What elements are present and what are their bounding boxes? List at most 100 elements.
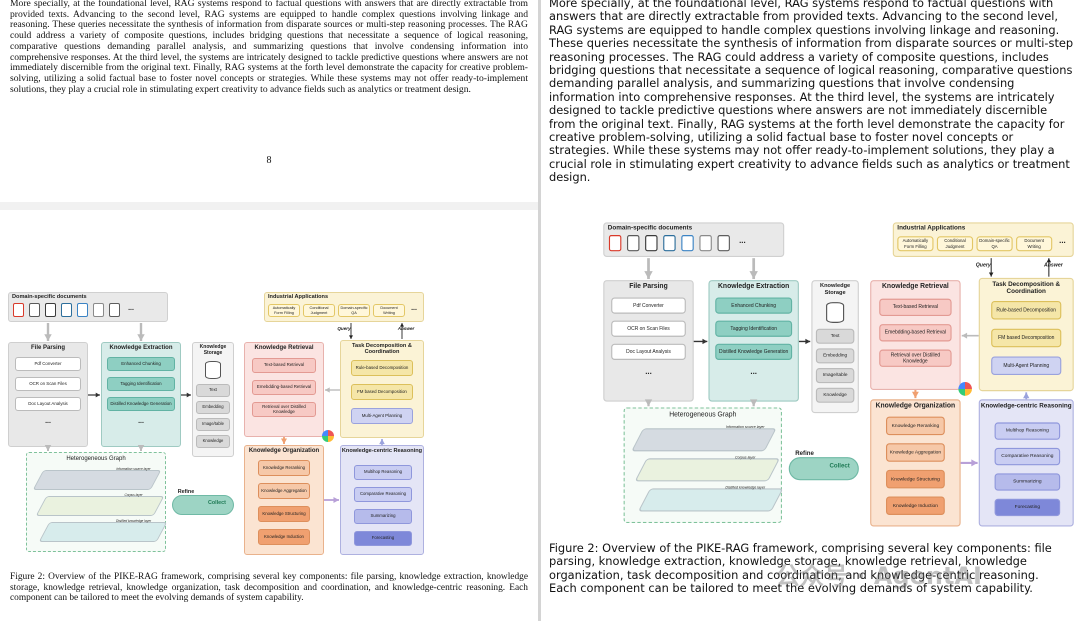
pike-rag-figure-left: Domain-specific documents... Industrial A… — [6, 290, 426, 558]
heterogeneous-graph-title: Heterogeneous Graph — [669, 412, 737, 419]
knowledge-reasoning-item: Comparative Reasoning — [354, 487, 412, 502]
document-icon — [681, 235, 694, 252]
knowledge-retrieval-item: Emebdding-based Retrieval — [879, 324, 952, 342]
arrow-task-to-retrieval — [325, 387, 340, 393]
knowledge-organization-title: Knowledge Organization — [875, 402, 956, 410]
domain-docs-title: Domain-specific documents — [12, 294, 87, 300]
knowledge-retrieval-item: Text-based Retrieval — [252, 358, 316, 373]
arrow-docs-to-extraction — [137, 323, 145, 341]
file-parsing-item: OCR on Scan Files — [15, 377, 81, 391]
knowledge-organization-item: Knowledge Reranking — [258, 460, 310, 476]
knowledge-reasoning-title: Knowledge-centric Reasoning — [980, 402, 1072, 410]
figure-canvas: Domain-specific documents... Industrial A… — [6, 290, 426, 558]
logo-icon — [322, 430, 334, 442]
answer-label: Answer — [1043, 261, 1063, 268]
answer-label: Answer — [397, 326, 415, 331]
right-paragraph: More specially, at the foundational leve… — [549, 0, 1074, 185]
database-icon — [826, 302, 845, 323]
knowledge-extraction-item: Distilled Knowledge Generation — [107, 397, 175, 411]
database-icon — [205, 361, 221, 379]
file-parsing-item: Pdf Converter — [611, 297, 686, 314]
app-chip: Automatically Form Filling — [897, 236, 934, 252]
knowledge-storage-item: Knowledge — [196, 435, 230, 448]
task-decomposition-item: Rule-based Decomposition — [991, 300, 1062, 320]
file-parsing-more: ... — [645, 368, 652, 377]
graph-layer-label: Corpus layer — [734, 454, 756, 460]
knowledge-organization-item: Knowledge Reranking — [886, 416, 945, 436]
arrow-docs-to-extraction — [749, 258, 758, 279]
arrow-reasoning-to-task — [379, 439, 385, 445]
document-icon — [608, 235, 622, 252]
pane-divider[interactable] — [538, 0, 541, 621]
knowledge-storage-item: Embedding — [196, 401, 230, 414]
arrow-query — [349, 323, 353, 339]
document-icon — [627, 235, 640, 252]
task-decomposition-title: Task Decomposition & Coordination — [352, 343, 412, 356]
knowledge-storage-title: Knowledge Storage — [820, 282, 851, 296]
knowledge-retrieval-item: Text-based Retrieval — [879, 298, 952, 317]
file-parsing-item: Doc Layout Analysis — [611, 343, 686, 360]
graph-layer-label: Distilled knowledge layer — [115, 519, 152, 523]
knowledge-storage-item: Image/table — [196, 418, 230, 431]
refine-collect-arrow — [172, 495, 234, 515]
collect-label: Collect — [208, 500, 226, 506]
collect-label: Collect — [829, 462, 850, 470]
graph-layer-label: Corpus layer — [124, 493, 143, 497]
domain-docs-title: Domain-specific documents — [607, 224, 693, 232]
heterogeneous-graph-title: Heterogeneous Graph — [66, 456, 126, 462]
arrow-docs-to-parsing — [644, 258, 653, 279]
app-chip: Conditional Judgment — [303, 304, 335, 317]
app-chip: Conditional Judgment — [936, 236, 974, 252]
arrow-organization-to-reasoning — [324, 496, 339, 504]
file-parsing-item: Pdf Converter — [15, 357, 81, 371]
pdf-page-8: More specially, at the foundational leve… — [0, 0, 538, 202]
knowledge-organization-item: Knowledge Induction — [886, 496, 945, 515]
task-decomposition-title: Task Decomposition & Coordination — [992, 281, 1061, 296]
task-decomposition-item: Rule-based Decomposition — [351, 360, 413, 376]
knowledge-reasoning-item: Multihop Reasoning — [994, 422, 1061, 440]
arrow-retrieval-to-organization — [280, 437, 288, 444]
query-label: Query — [337, 326, 351, 331]
document-icon — [29, 303, 40, 317]
document-icon — [699, 235, 712, 252]
knowledge-reasoning-item: Summarizing — [354, 509, 412, 524]
pdf-page-9: Domain-specific documents... Industrial A… — [0, 210, 538, 621]
knowledge-organization-item: Knowledge Induction — [258, 529, 310, 545]
arrow-parsing-to-extraction — [88, 392, 100, 398]
graph-layer-label: Information source layer — [725, 424, 765, 430]
knowledge-retrieval-title: Knowledge Retrieval — [882, 283, 949, 291]
docs-more: ... — [739, 237, 746, 246]
arrow-answer — [400, 323, 404, 339]
left-pdf-pane[interactable]: More specially, at the foundational leve… — [0, 0, 538, 621]
arrow-extraction-to-storage — [798, 338, 811, 345]
arrow-answer — [1046, 258, 1052, 277]
query-label: Query — [975, 261, 991, 268]
knowledge-extraction-more: ... — [138, 418, 144, 425]
file-parsing-more: ... — [45, 418, 51, 425]
knowledge-retrieval-title: Knowledge Retrieval — [254, 345, 314, 351]
arrow-query — [988, 258, 994, 277]
document-icon — [77, 303, 88, 317]
knowledge-storage-item: Image/table — [815, 368, 855, 384]
knowledge-extraction-more: ... — [750, 368, 757, 377]
knowledge-organization-title: Knowledge Organization — [248, 448, 320, 454]
task-decomposition-item: Multi-Agent Planning — [351, 408, 413, 424]
file-parsing-title: File Parsing — [30, 345, 65, 351]
file-parsing-title: File Parsing — [629, 283, 668, 291]
knowledge-organization-item: Knowledge Aggregation — [886, 443, 945, 462]
arrow-parsing-to-graph — [44, 445, 52, 451]
figure-caption-left: Figure 2: Overview of the PIKE-RAG frame… — [10, 572, 528, 604]
task-decomposition-item: FM based Decomposition — [351, 384, 413, 400]
knowledge-retrieval-item: Retrieval over Distilled Knowledge — [252, 402, 316, 417]
document-icon — [109, 303, 120, 317]
file-parsing-item: OCR on Scan Files — [611, 320, 686, 337]
apps-more: ... — [1059, 237, 1066, 246]
knowledge-storage-item: Text — [815, 328, 855, 344]
industrial-title: Industrial Applications — [268, 294, 329, 300]
app-chip: Domain-specific QA — [338, 304, 370, 317]
file-parsing-item: Doc Layout Analysis — [15, 397, 81, 411]
knowledge-storage-item: Embedding — [815, 348, 855, 364]
knowledge-organization-item: Knowledge Aggregation — [258, 483, 310, 499]
right-text-pane[interactable]: More specially, at the foundational leve… — [541, 0, 1080, 621]
app-chip: Document Writing — [373, 304, 405, 317]
